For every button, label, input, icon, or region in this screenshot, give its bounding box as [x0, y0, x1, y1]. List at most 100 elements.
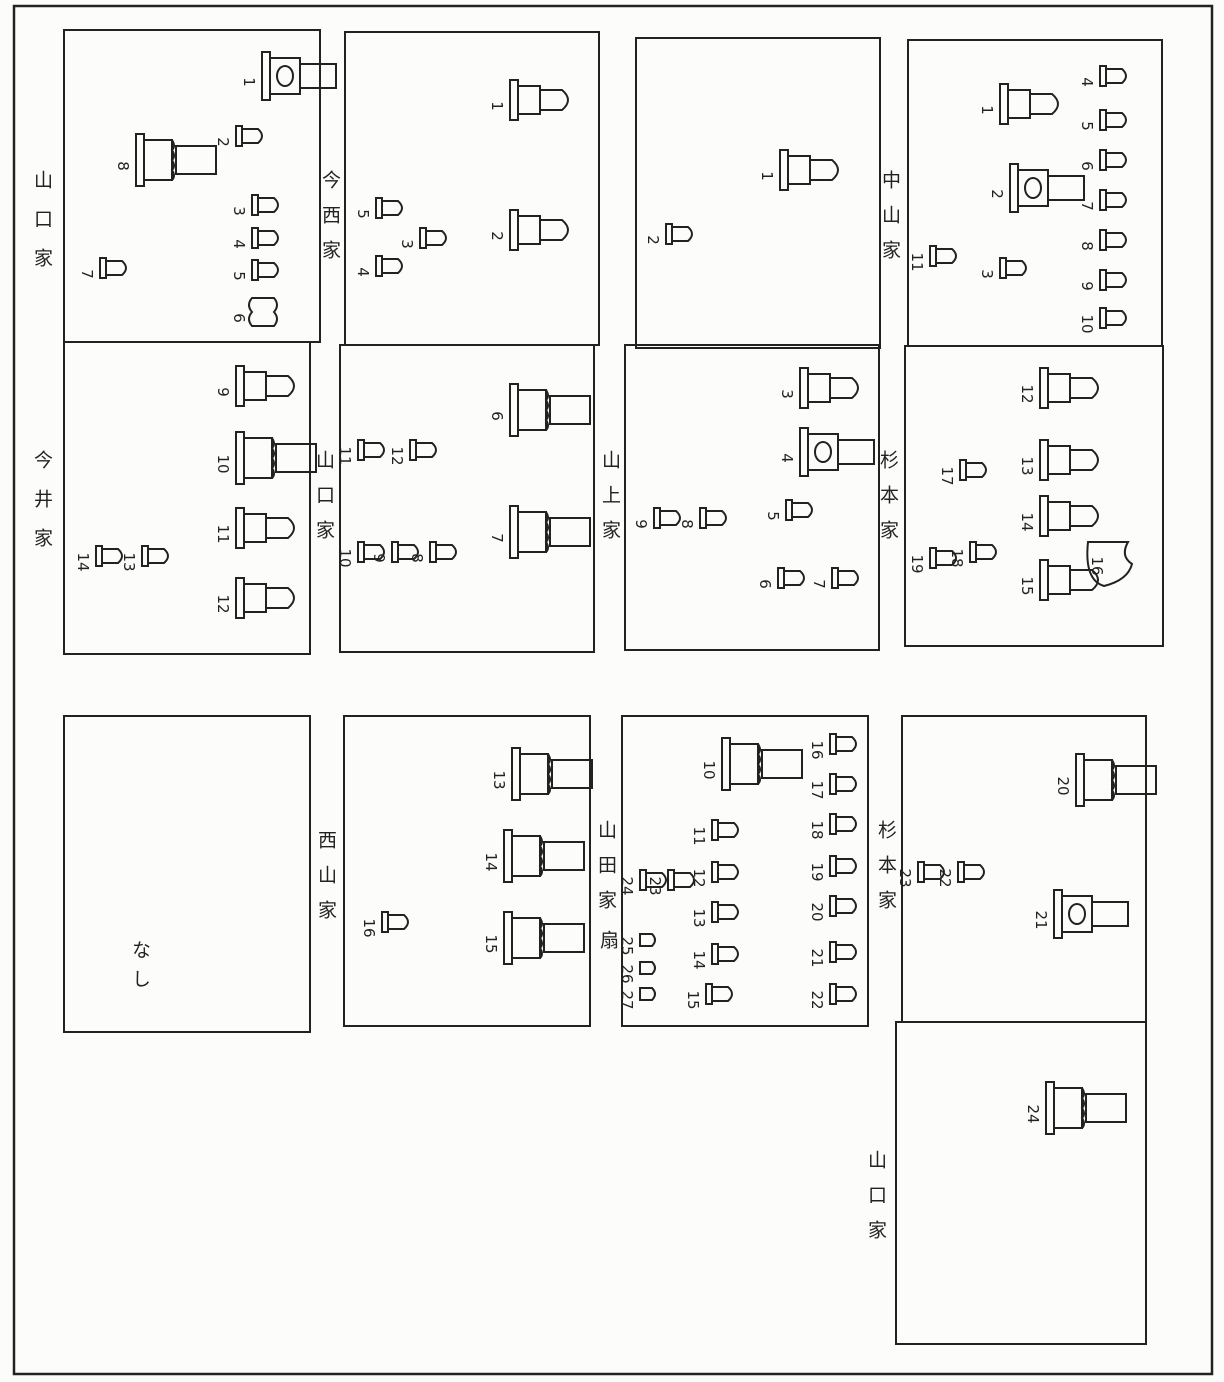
- grave-marker-c2-bottom-12: 12: [388, 440, 436, 466]
- grave-marker-c4-bottom-16: 16: [1087, 542, 1132, 586]
- marker-number: 8: [114, 161, 132, 171]
- panel-c3-lower: [622, 716, 868, 1026]
- grave-marker-c4-top-5: 5: [1078, 110, 1126, 131]
- label-c3-bottom: 山上家: [599, 450, 621, 555]
- marker-number: 5: [230, 271, 248, 281]
- marker-number: 1: [240, 77, 258, 87]
- panel-c4-foot: [896, 1022, 1146, 1344]
- grave-marker-c2-lower-13: 13: [490, 748, 592, 800]
- grave-marker-c3-lower-20: 20: [808, 896, 856, 922]
- label-c4-bottom: 杉本家: [877, 450, 899, 555]
- panel-c4-top: [908, 40, 1162, 346]
- grave-marker-c3-bottom-3: 3: [778, 368, 858, 408]
- grave-marker-c3-lower-26: 26: [618, 962, 655, 984]
- grave-marker-c3-lower-19: 19: [808, 856, 856, 882]
- grave-marker-c3-lower-27: 27: [618, 988, 655, 1010]
- grave-marker-c3-lower-17: 17: [808, 774, 856, 800]
- label-c4-lower: 杉本家: [875, 820, 897, 925]
- marker-number: 3: [230, 206, 248, 216]
- marker-number: 6: [756, 579, 774, 589]
- grave-marker-c3-lower-14: 14: [690, 944, 738, 970]
- grave-marker-c1-top-2: 2: [214, 126, 262, 147]
- marker-number: 20: [808, 902, 826, 921]
- marker-number: 15: [482, 934, 500, 953]
- marker-number: 8: [1078, 241, 1096, 251]
- grave-marker-c3-top-2: 2: [644, 224, 692, 245]
- grave-marker-c1-top-1: 1: [240, 52, 336, 100]
- grave-marker-c4-top-11: 11: [908, 246, 956, 272]
- grave-marker-c2-top-1: 1: [488, 80, 568, 120]
- marker-number: 10: [336, 548, 354, 567]
- grave-marker-c1-bottom-11: 11: [214, 508, 294, 548]
- marker-number: 27: [618, 990, 636, 1009]
- panel-c2-top: [345, 32, 599, 345]
- marker-number: 2: [488, 231, 506, 241]
- marker-number: 12: [388, 446, 406, 465]
- panel-c1-top: [64, 30, 320, 342]
- marker-number: 2: [644, 235, 662, 245]
- marker-number: 10: [1078, 314, 1096, 333]
- grave-marker-c3-lower-10: 10: [700, 738, 802, 790]
- grave-marker-c4-bottom-12: 12: [1018, 368, 1098, 408]
- grave-marker-c2-bottom-7: 7: [488, 506, 590, 558]
- marker-number: 6: [488, 411, 506, 421]
- marker-number: 4: [778, 453, 796, 463]
- marker-number: 3: [978, 269, 996, 279]
- grave-marker-c1-top-7: 7: [78, 258, 126, 279]
- marker-number: 6: [1078, 161, 1096, 171]
- marker-number: 4: [230, 239, 248, 249]
- marker-number: 12: [1018, 384, 1036, 403]
- grave-marker-c2-top-4: 4: [354, 256, 402, 277]
- marker-number: 14: [482, 852, 500, 871]
- grave-marker-c4-top-3: 3: [978, 258, 1026, 279]
- grave-marker-c4-bottom-17: 17: [938, 460, 986, 486]
- marker-number: 5: [354, 209, 372, 219]
- marker-number: 9: [632, 519, 650, 529]
- label-c3-lower: 山田家: [595, 820, 617, 925]
- marker-number: 23: [896, 868, 914, 887]
- grave-marker-c3-lower-25: 25: [618, 934, 655, 956]
- label-c1-bottom: 今井家: [31, 450, 53, 567]
- marker-number: 14: [1018, 512, 1036, 531]
- marker-number: 3: [398, 239, 416, 249]
- grave-marker-c3-bottom-6: 6: [756, 568, 804, 589]
- marker-number: 5: [1078, 121, 1096, 131]
- sheet-border: [14, 6, 1212, 1374]
- marker-number: 16: [808, 740, 826, 759]
- marker-number: 3: [778, 389, 796, 399]
- grave-marker-c1-bottom-9: 9: [214, 366, 294, 406]
- marker-number: 22: [808, 990, 826, 1009]
- label-c4-top: 中山家: [879, 170, 901, 275]
- grave-marker-c4-top-6: 6: [1078, 150, 1126, 171]
- grave-marker-c1-top-3: 3: [230, 195, 278, 216]
- label-c1-top: 山口家: [31, 170, 53, 287]
- marker-number: 7: [810, 579, 828, 589]
- panel-c3-bottom: [625, 345, 879, 650]
- marker-number: 25: [618, 936, 636, 955]
- marker-number: 21: [808, 948, 826, 967]
- panel-c3-top: [636, 38, 880, 348]
- grave-marker-c1-top-4: 4: [230, 228, 278, 249]
- grave-marker-c2-lower-14: 14: [482, 830, 584, 882]
- marker-number: 13: [490, 770, 508, 789]
- empty-panel-note: なし: [129, 940, 151, 998]
- marker-number: 19: [808, 862, 826, 881]
- grave-marker-c4-foot-24: 24: [1024, 1082, 1126, 1134]
- grave-marker-c1-top-5: 5: [230, 260, 278, 281]
- grave-marker-c4-top-7: 7: [1078, 190, 1126, 211]
- marker-number: 15: [684, 990, 702, 1009]
- marker-number: 13: [1018, 456, 1036, 475]
- marker-number: 1: [488, 101, 506, 111]
- grave-marker-c3-lower-18: 18: [808, 814, 856, 840]
- grave-marker-c4-bottom-15: 15: [1018, 560, 1098, 600]
- grave-marker-c2-top-3: 3: [398, 228, 446, 249]
- marker-number: 17: [808, 780, 826, 799]
- marker-number: 15: [1018, 576, 1036, 595]
- grave-marker-c3-lower-22: 22: [808, 984, 856, 1010]
- marker-number: 8: [678, 519, 696, 529]
- marker-number: 7: [78, 269, 96, 279]
- grave-marker-c4-top-1: 1: [978, 84, 1058, 124]
- marker-number: 21: [1032, 910, 1050, 929]
- panel-c1-empty: [64, 716, 310, 1032]
